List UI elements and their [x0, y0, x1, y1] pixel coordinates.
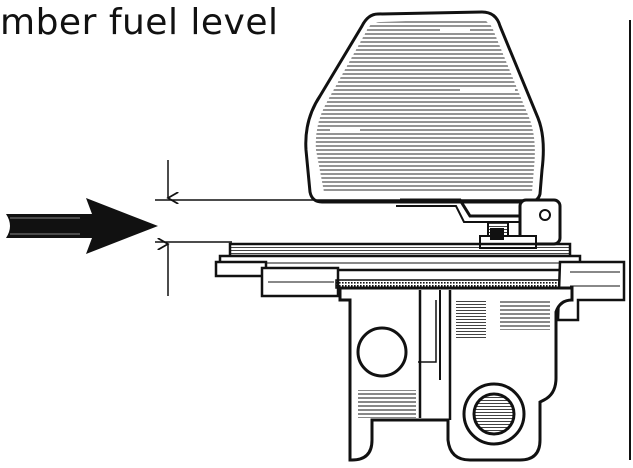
- fuel-port: [356, 326, 408, 378]
- float-body: [304, 10, 545, 204]
- jet-port-inner: [472, 392, 516, 436]
- fuel-level-dimension: [155, 160, 528, 296]
- chamber-body: [338, 286, 574, 462]
- chamber-lid: [218, 242, 582, 272]
- figure-caption: mber fuel level: [0, 2, 279, 43]
- left-flange: [214, 260, 340, 298]
- hinge-pin: [539, 209, 551, 221]
- right-bracket: [556, 260, 626, 322]
- arrow-right-icon: [6, 198, 158, 254]
